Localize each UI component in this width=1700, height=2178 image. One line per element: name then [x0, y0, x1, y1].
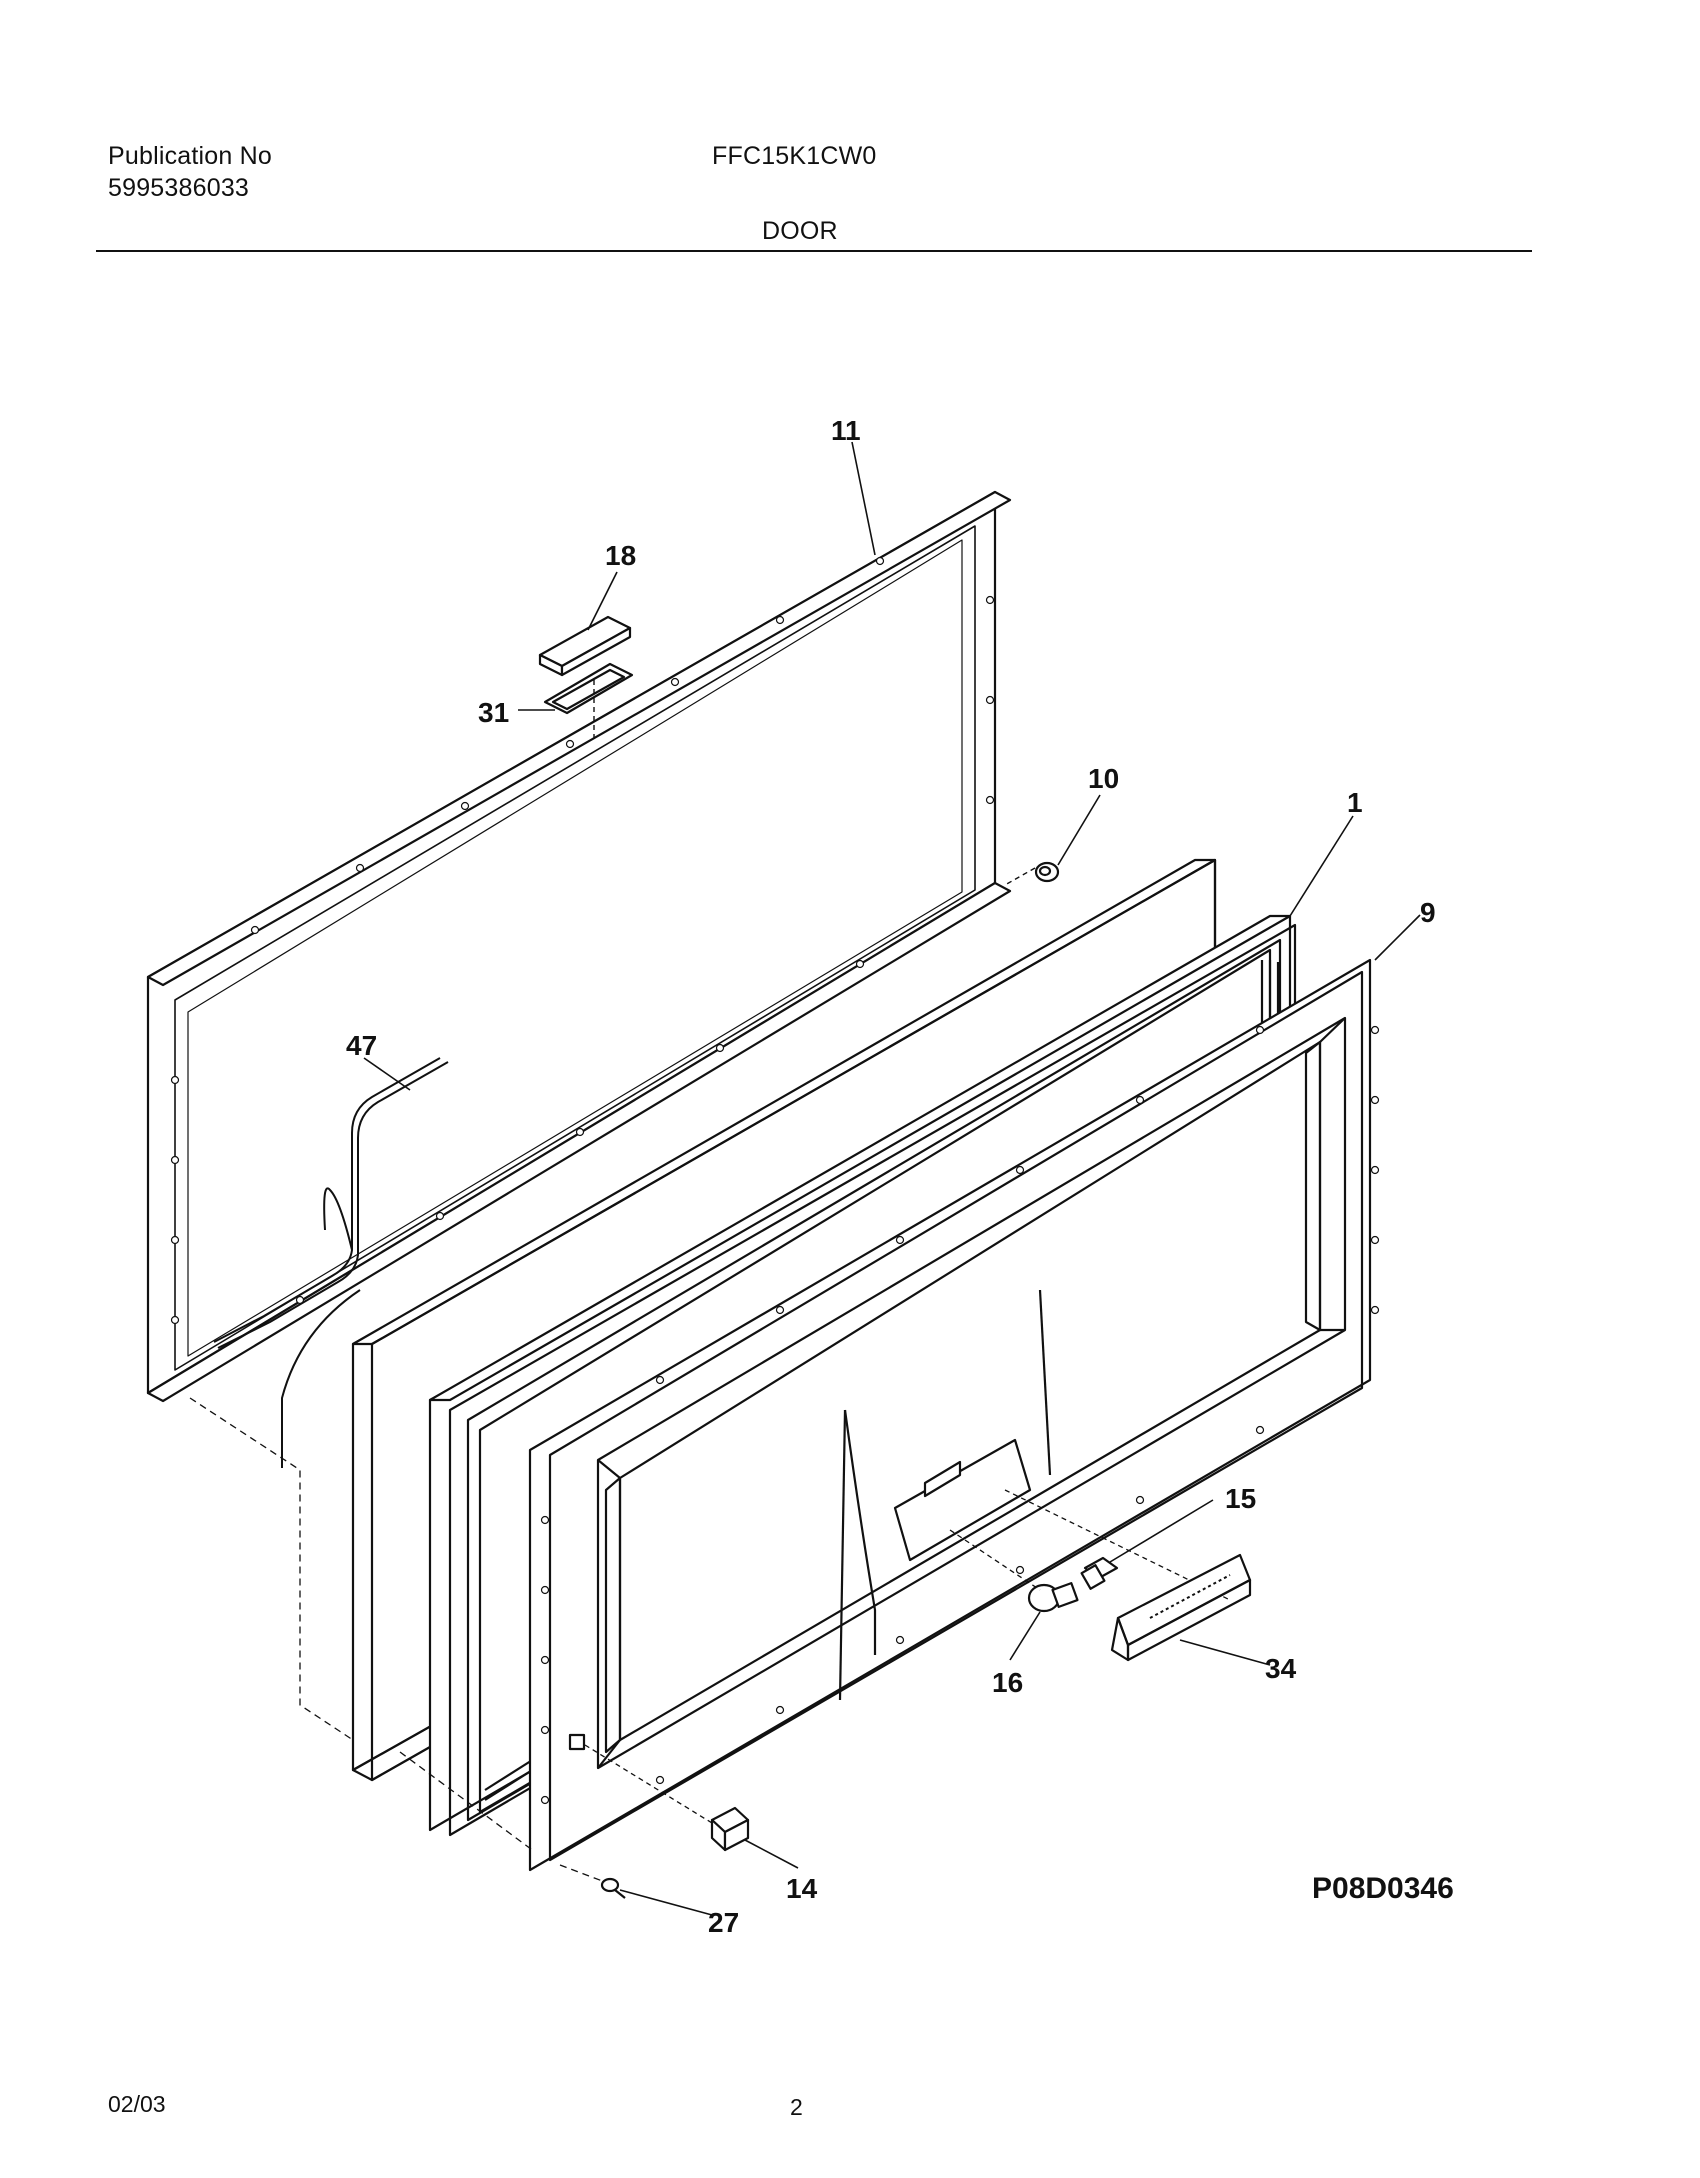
callout-16: 16 — [992, 1667, 1023, 1698]
callout-1: 1 — [1347, 787, 1363, 818]
callout-18: 18 — [605, 540, 636, 571]
callout-47: 47 — [346, 1030, 377, 1061]
diagram-reference-code: P08D0346 — [1312, 1872, 1454, 1905]
heater-wire-47 — [213, 1057, 449, 1468]
model-number: FFC15K1CW0 — [712, 142, 877, 170]
lamp-cover-34 — [1110, 1553, 1252, 1662]
page-number: 2 — [790, 2094, 803, 2120]
inner-liner-9 — [528, 958, 1380, 1872]
header-rule — [96, 250, 1532, 252]
callout-15: 15 — [1225, 1483, 1256, 1514]
callout-11: 11 — [831, 415, 861, 446]
publication-number: 5995386033 — [108, 174, 250, 202]
section-title: DOOR — [762, 217, 838, 245]
switch-14 — [710, 1806, 750, 1852]
footer-date: 02/03 — [108, 2091, 166, 2117]
lamp-socket-15 — [1080, 1556, 1119, 1590]
lamp-bulb-16 — [1027, 1582, 1079, 1613]
door-panel-11 — [146, 490, 1012, 1403]
callout-27: 27 — [708, 1907, 739, 1938]
callout-10: 10 — [1088, 763, 1119, 794]
gasket-31 — [543, 662, 634, 715]
callout-9: 9 — [1420, 897, 1436, 928]
publication-label: Publication No — [108, 142, 273, 170]
callout-34: 34 — [1265, 1653, 1297, 1684]
lens-18 — [538, 615, 632, 677]
callout-14: 14 — [786, 1873, 818, 1904]
bumper-10 — [1004, 861, 1060, 886]
screw-27 — [600, 1877, 626, 1899]
callout-31: 31 — [478, 697, 509, 728]
